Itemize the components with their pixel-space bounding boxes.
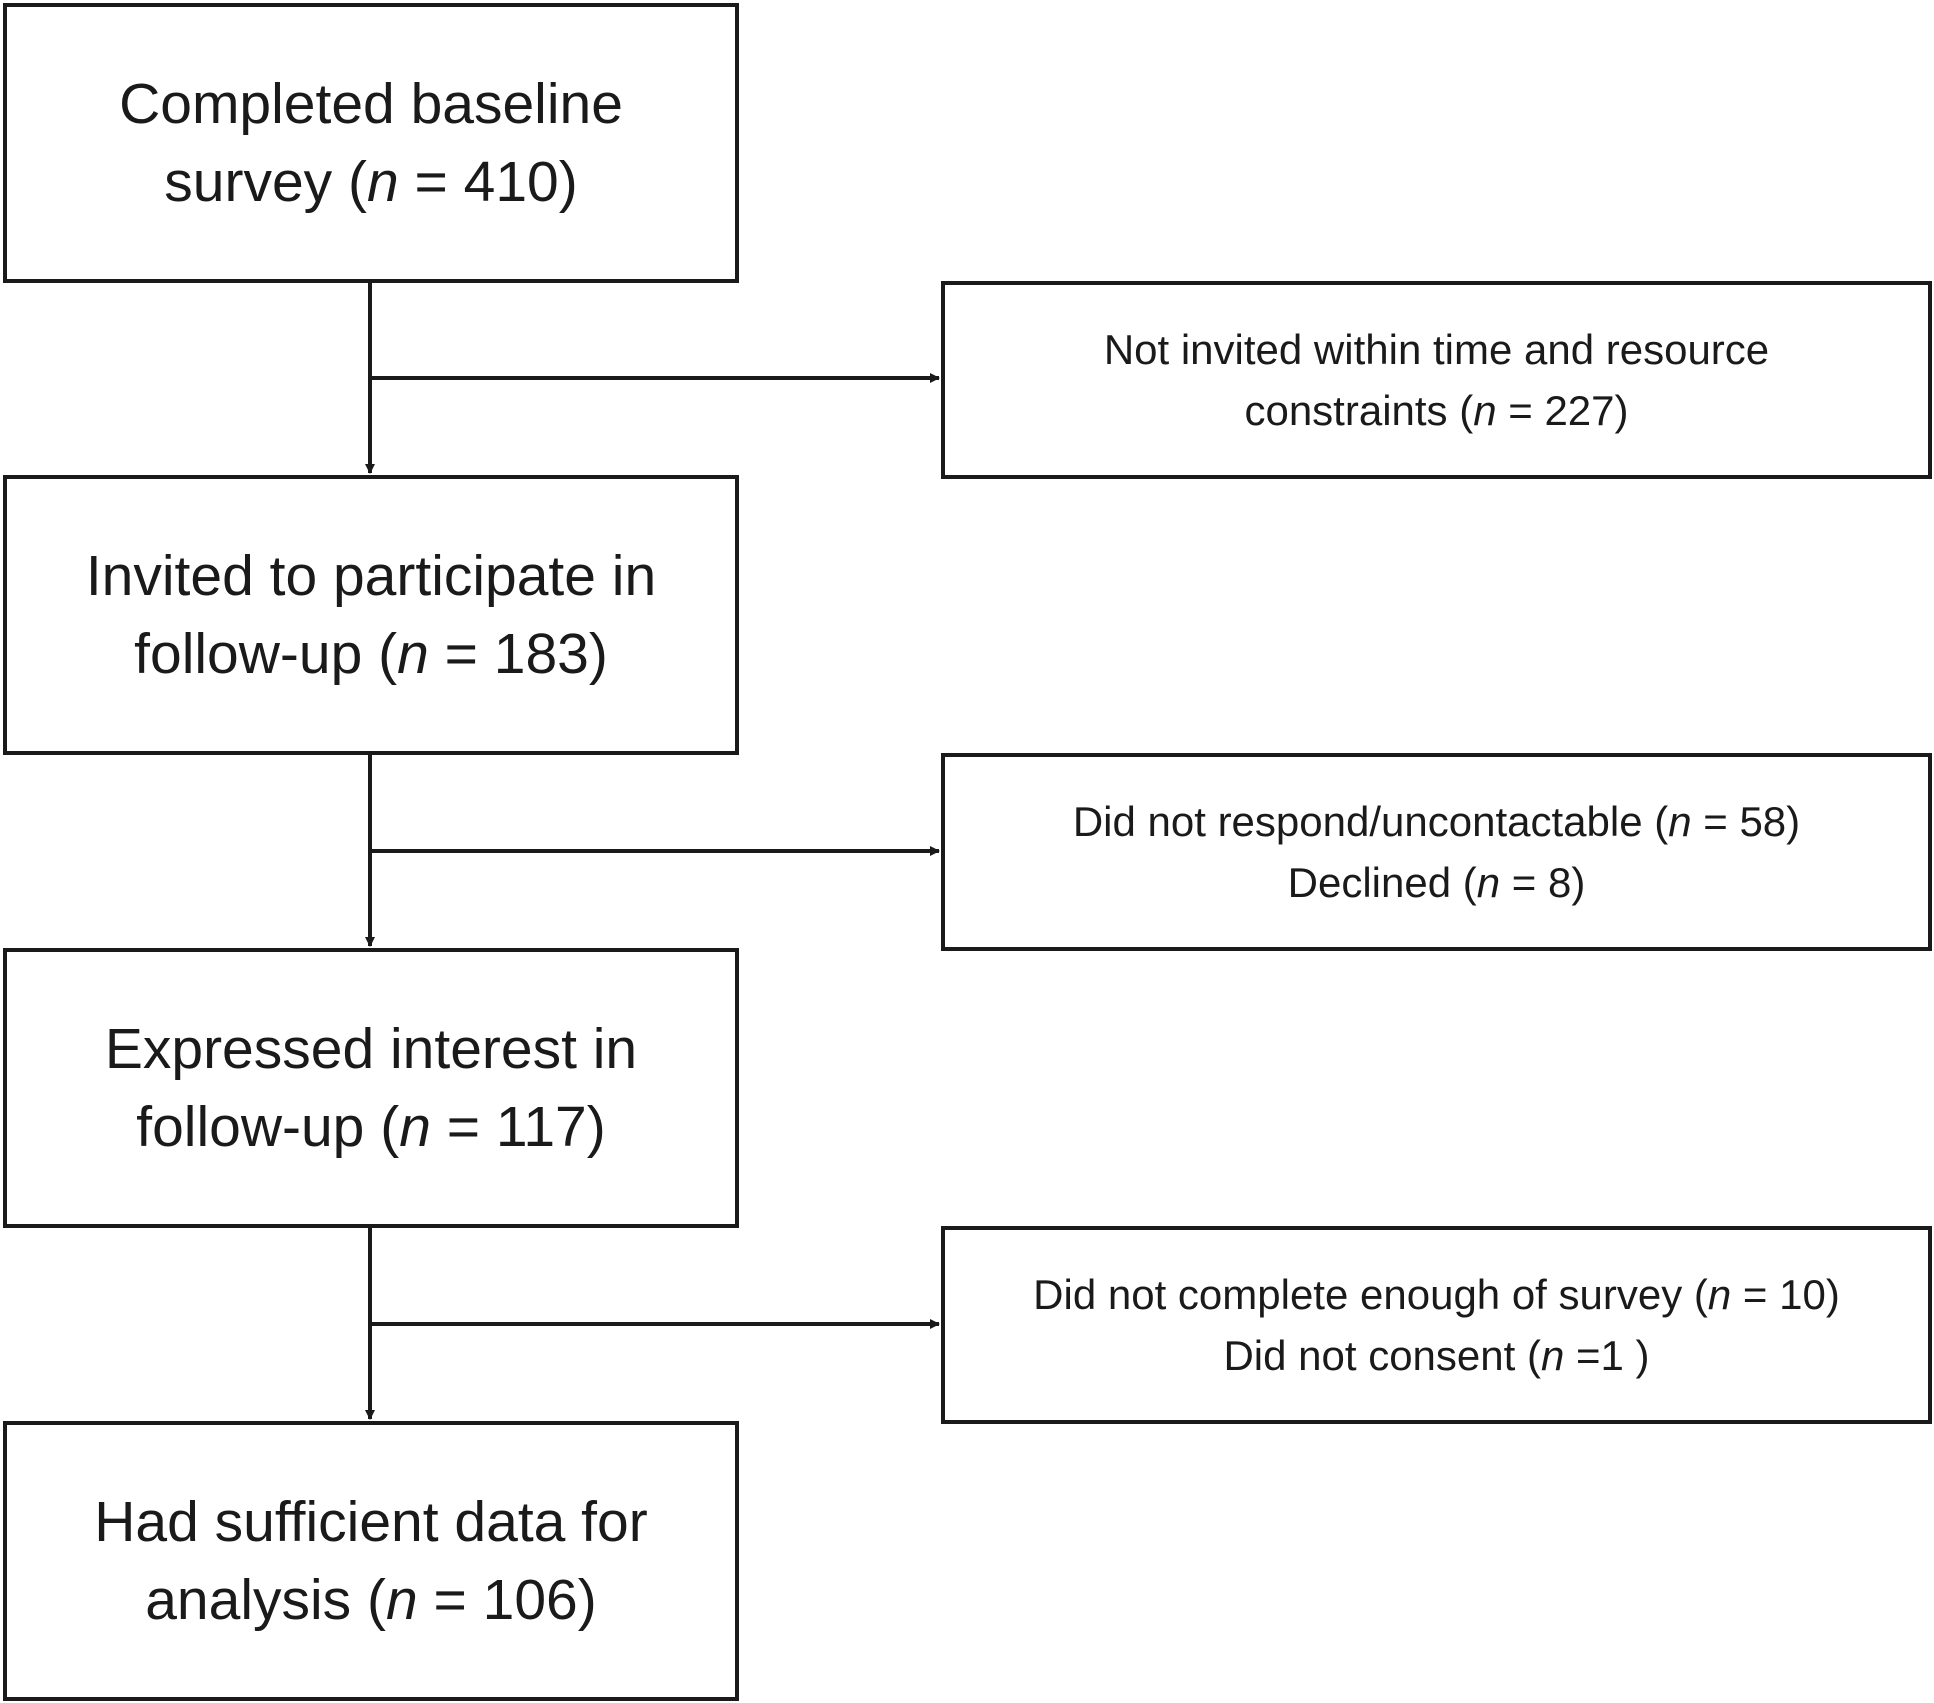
n-symbol: n xyxy=(399,1095,431,1159)
stage-text: survey ( xyxy=(164,150,367,214)
exclusion-line-1: Did not respond/uncontactable (n = 58) xyxy=(1073,791,1800,852)
exclusion-text: Did not consent ( xyxy=(1223,1332,1541,1379)
stage-line-1: Expressed interest in xyxy=(104,1017,638,1081)
stage-line-2: survey (n = 410) xyxy=(164,143,577,221)
n-symbol: n xyxy=(1707,1271,1732,1318)
n-symbol: n xyxy=(1668,798,1692,845)
stage-box-interested: Expressed interest in follow-up (n = 117… xyxy=(3,948,739,1228)
stage-line-1: Completed baseline xyxy=(119,72,623,136)
exclusion-text: Did not complete enough of survey ( xyxy=(1033,1271,1708,1318)
exclusion-line-2: constraints (n = 227) xyxy=(1244,380,1628,441)
exclusion-box-not-invited: Not invited within time and resource con… xyxy=(941,281,1932,479)
stage-text: analysis ( xyxy=(145,1568,386,1632)
stage-text: follow-up ( xyxy=(136,1095,400,1159)
stage-box-analysis: Had sufficient data for analysis (n = 10… xyxy=(3,1421,739,1701)
stage-box-invited: Invited to participate in follow-up (n =… xyxy=(3,475,739,755)
stage-line-2: analysis (n = 106) xyxy=(145,1561,597,1639)
n-symbol: n xyxy=(385,1568,418,1632)
exclusion-count: = 8) xyxy=(1500,859,1586,906)
stage-count: = 183) xyxy=(428,622,608,686)
stage-count: = 106) xyxy=(417,1568,597,1632)
stage-line-1: Invited to participate in xyxy=(85,544,657,608)
exclusion-box-no-response: Did not respond/uncontactable (n = 58) D… xyxy=(941,753,1932,951)
exclusion-box-incomplete: Did not complete enough of survey (n = 1… xyxy=(941,1226,1932,1424)
exclusion-count: = 227) xyxy=(1496,387,1629,434)
n-symbol: n xyxy=(397,622,429,686)
stage-line-2: follow-up (n = 117) xyxy=(136,1088,605,1166)
stage-text: follow-up ( xyxy=(134,622,398,686)
n-symbol: n xyxy=(1473,387,1497,434)
exclusion-line-2: Did not consent (n =1 ) xyxy=(1223,1325,1649,1386)
exclusion-line-2: Declined (n = 8) xyxy=(1288,852,1586,913)
stage-count: = 410) xyxy=(398,150,578,214)
stage-count: = 117) xyxy=(430,1095,606,1159)
exclusion-line-1: Did not complete enough of survey (n = 1… xyxy=(1033,1264,1840,1325)
stage-line-2: follow-up (n = 183) xyxy=(134,615,608,693)
exclusion-count: = 10) xyxy=(1731,1271,1840,1318)
exclusion-count: = 58) xyxy=(1691,798,1801,845)
stage-line-1: Had sufficient data for xyxy=(94,1490,648,1554)
exclusion-text: constraints ( xyxy=(1244,387,1474,434)
n-symbol: n xyxy=(1540,1332,1565,1379)
exclusion-text: Not invited within time and resource xyxy=(1103,326,1770,373)
exclusion-text: Declined ( xyxy=(1287,859,1477,906)
exclusion-line-1: Not invited within time and resource xyxy=(1104,319,1769,380)
n-symbol: n xyxy=(1476,859,1501,906)
exclusion-count: =1 ) xyxy=(1564,1332,1650,1379)
n-symbol: n xyxy=(366,150,399,214)
stage-box-baseline: Completed baseline survey (n = 410) xyxy=(3,3,739,283)
exclusion-text: Did not respond/uncontactable ( xyxy=(1072,798,1669,845)
